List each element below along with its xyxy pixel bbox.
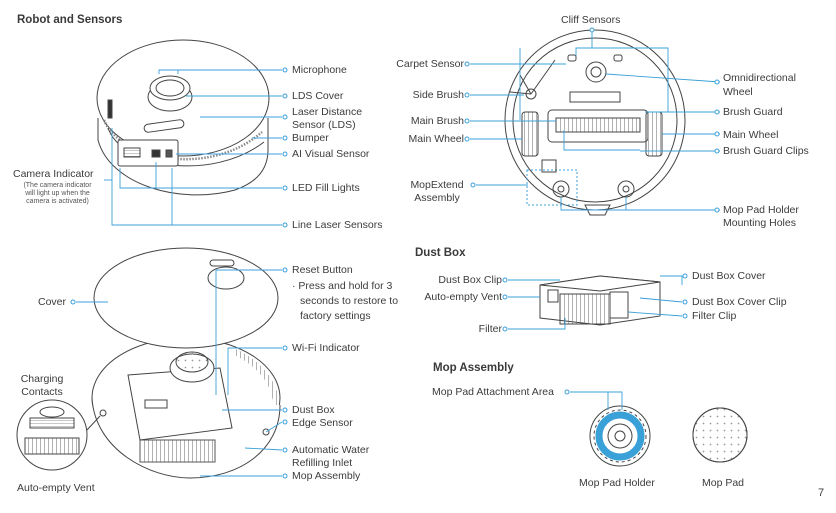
label-water-line2: Refilling Inlet bbox=[292, 457, 353, 469]
label-omni-line2: Wheel bbox=[723, 86, 753, 98]
label-bumper: Bumper bbox=[292, 132, 329, 144]
reset-note-2: seconds to restore to bbox=[300, 295, 399, 307]
label-mop-holder-line1: Mop Pad Holder bbox=[723, 204, 799, 216]
label-auto-empty-vent-robot: Auto-empty Vent bbox=[17, 482, 95, 494]
robot-bottom-illustration bbox=[504, 29, 686, 216]
label-lds-cover: LDS Cover bbox=[292, 90, 344, 102]
label-lds-line1: Laser Distance bbox=[292, 106, 363, 118]
label-line-laser-sensors: Line Laser Sensors bbox=[292, 219, 383, 231]
dust-box-illustration bbox=[539, 275, 661, 326]
label-dust-box-clip: Dust Box Clip bbox=[438, 274, 502, 286]
label-carpet-sensor: Carpet Sensor bbox=[396, 58, 464, 70]
leader-lines bbox=[76, 30, 721, 477]
label-mop-pad-holder: Mop Pad Holder bbox=[579, 477, 655, 489]
label-dust-box-cover-clip: Dust Box Cover Clip bbox=[692, 296, 787, 308]
label-charging-line1: Charging bbox=[20, 373, 64, 385]
label-dust-box: Dust Box bbox=[292, 404, 335, 416]
charging-contacts-zoom bbox=[16, 399, 101, 471]
label-mopextend-line2: Assembly bbox=[414, 192, 460, 204]
label-auto-empty-vent-dustbox: Auto-empty Vent bbox=[424, 291, 502, 303]
robot-top-illustration bbox=[96, 39, 270, 196]
label-mop-pad-attachment-area: Mop Pad Attachment Area bbox=[432, 386, 554, 398]
label-edge-sensor: Edge Sensor bbox=[292, 417, 353, 429]
label-main-wheel-right: Main Wheel bbox=[723, 129, 779, 141]
label-mopextend-line1: MopExtend bbox=[410, 179, 464, 191]
label-cliff-sensors: Cliff Sensors bbox=[561, 14, 621, 26]
label-ai-visual-sensor: AI Visual Sensor bbox=[292, 148, 370, 160]
label-side-brush: Side Brush bbox=[412, 89, 464, 101]
label-cover: Cover bbox=[38, 296, 67, 308]
reset-note-3: factory settings bbox=[300, 310, 371, 322]
dust-box-section-heading: Dust Box bbox=[415, 247, 466, 259]
mop-section-heading: Mop Assembly bbox=[433, 362, 514, 374]
label-brush-guard-clips: Brush Guard Clips bbox=[723, 145, 809, 157]
camera-indicator-note-1: (The camera indicator bbox=[23, 182, 92, 189]
label-lds-line2: Sensor (LDS) bbox=[292, 119, 356, 131]
label-main-brush: Main Brush bbox=[410, 115, 464, 127]
camera-indicator-note-3: camera is activated) bbox=[26, 198, 89, 205]
label-filter-clip: Filter Clip bbox=[692, 310, 737, 322]
label-charging-line2: Contacts bbox=[21, 386, 63, 398]
label-camera-indicator: Camera Indicator bbox=[13, 168, 94, 180]
label-mop-assembly: Mop Assembly bbox=[292, 470, 361, 482]
label-brush-guard: Brush Guard bbox=[723, 106, 783, 118]
robot-section-heading: Robot and Sensors bbox=[17, 14, 123, 26]
label-main-wheel-left: Main Wheel bbox=[408, 133, 464, 145]
label-wifi-indicator: Wi-Fi Indicator bbox=[292, 342, 360, 354]
robot-open-illustration bbox=[91, 247, 281, 479]
reset-note-1: · Press and hold for 3 bbox=[292, 280, 393, 292]
camera-indicator-note-2: will light up when the bbox=[25, 190, 90, 197]
label-omni-line1: Omnidirectional bbox=[723, 72, 796, 84]
leader-dots bbox=[70, 27, 720, 479]
label-mop-pad: Mop Pad bbox=[702, 477, 745, 489]
page-number: 7 bbox=[818, 487, 825, 499]
label-led-fill-lights: LED Fill Lights bbox=[292, 182, 360, 194]
label-filter: Filter bbox=[478, 323, 502, 335]
label-water-line1: Automatic Water bbox=[292, 444, 370, 456]
mop-illustration bbox=[589, 405, 748, 467]
label-mop-holder-line2: Mounting Holes bbox=[723, 217, 796, 229]
label-microphone: Microphone bbox=[292, 64, 347, 76]
label-reset-button: Reset Button bbox=[292, 264, 353, 276]
label-dust-box-cover: Dust Box Cover bbox=[692, 270, 766, 282]
